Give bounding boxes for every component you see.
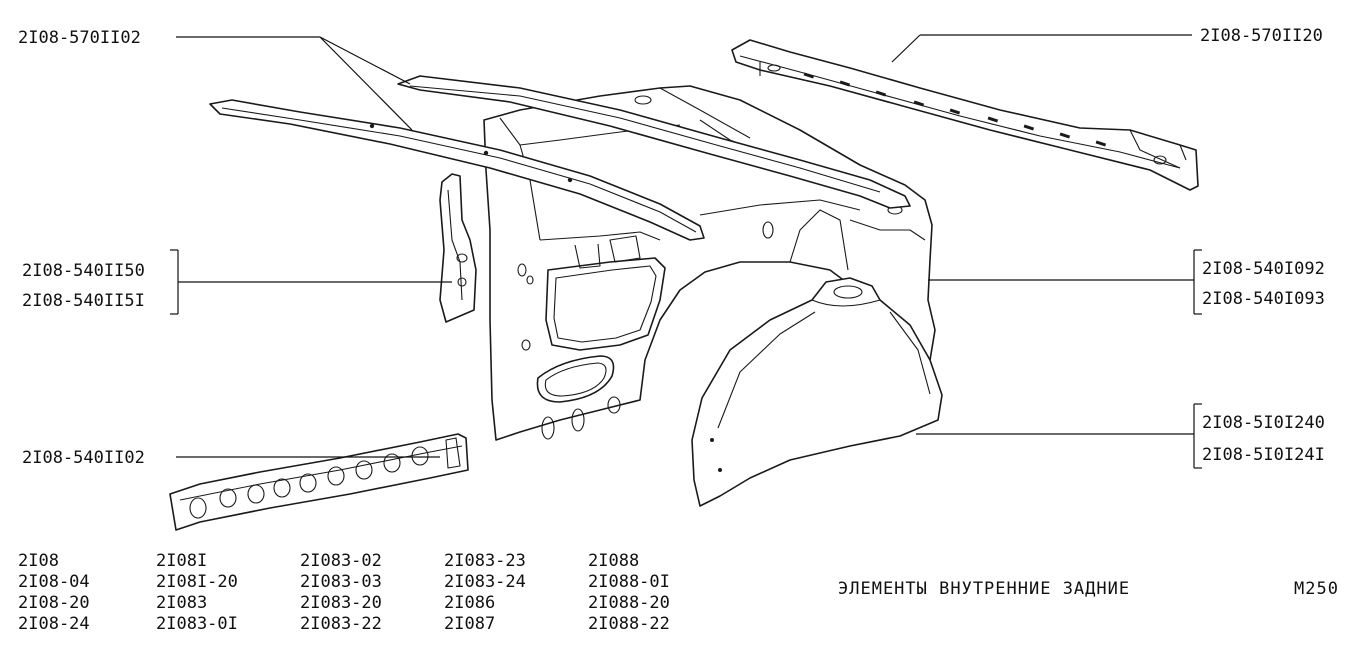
model-code: 2I083-02 xyxy=(300,551,382,571)
model-code: 2I08I xyxy=(156,551,207,571)
model-list: 2I08 2I08-04 2I08-20 2I08-24 2I08I 2I08I… xyxy=(18,551,670,634)
callout-wheel-arch-b: 2I08-5I0I24I xyxy=(1202,445,1325,465)
model-code: 2I088 xyxy=(588,551,639,571)
pillar-drawing xyxy=(439,173,477,323)
callout-sill: 2I08-540II02 xyxy=(22,448,145,468)
roof-rails-drawing xyxy=(209,75,911,241)
callout-roof-rails: 2I08-570II02 xyxy=(18,28,141,48)
model-code: 2I083-20 xyxy=(300,593,382,613)
model-code: 2I083 xyxy=(156,593,207,613)
rear-rail-drawing xyxy=(731,39,1199,191)
callout-pillar-b: 2I08-540II5I xyxy=(22,291,145,311)
model-code: 2I08-04 xyxy=(18,572,90,592)
page-code: M250 xyxy=(1294,579,1339,599)
model-code: 2I08-24 xyxy=(18,614,90,634)
model-code: 2I088-22 xyxy=(588,614,670,634)
callout-wheel-arch-a: 2I08-5I0I240 xyxy=(1202,413,1325,433)
diagram-title: ЭЛЕМЕНТЫ ВНУТРЕННИЕ ЗАДНИЕ xyxy=(838,579,1130,599)
model-code: 2I08 xyxy=(18,551,59,571)
callout-pillar-a: 2I08-540II50 xyxy=(22,261,145,281)
leader-lines xyxy=(170,34,1202,469)
model-code: 2I088-20 xyxy=(588,593,670,613)
wheel-arch-drawing xyxy=(691,277,943,507)
callout-inner-panel-a: 2I08-540I092 xyxy=(1202,259,1325,279)
sill-drawing xyxy=(169,433,469,531)
model-code: 2I083-23 xyxy=(444,551,526,571)
model-code: 2I083-0I xyxy=(156,614,238,634)
callout-rear-rail: 2I08-570II20 xyxy=(1200,26,1323,46)
model-code: 2I083-24 xyxy=(444,572,526,592)
model-code: 2I08I-20 xyxy=(156,572,238,592)
model-code: 2I083-03 xyxy=(300,572,382,592)
model-code: 2I086 xyxy=(444,593,495,613)
callout-inner-panel-b: 2I08-540I093 xyxy=(1202,289,1325,309)
model-code: 2I087 xyxy=(444,614,495,634)
model-code: 2I088-0I xyxy=(588,572,670,592)
model-code: 2I083-22 xyxy=(300,614,382,634)
model-code: 2I08-20 xyxy=(18,593,90,613)
